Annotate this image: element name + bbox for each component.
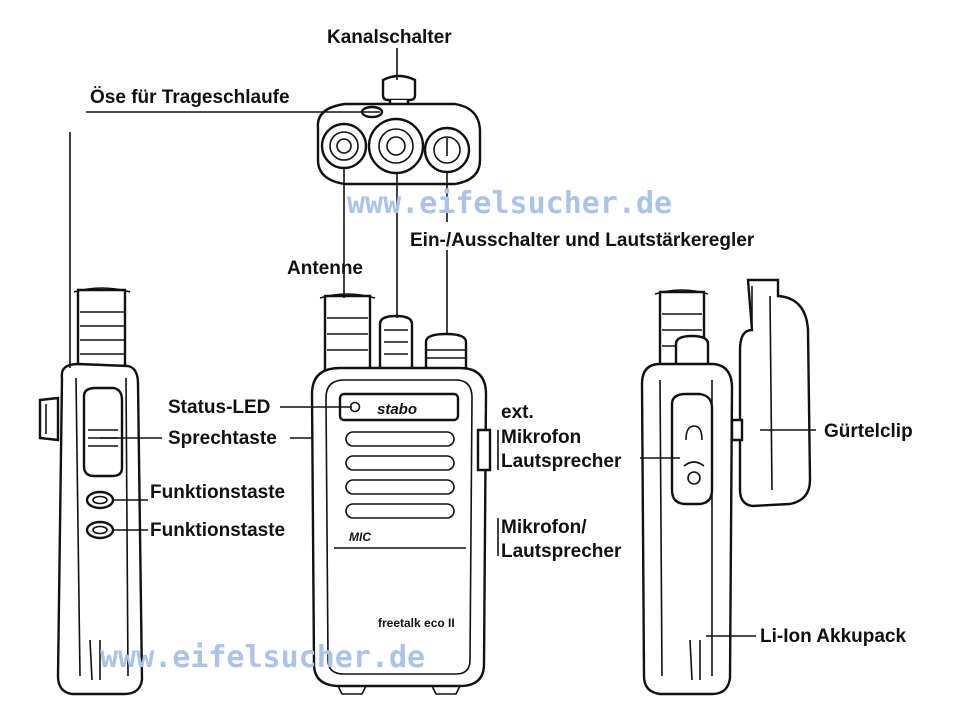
label-ein-ausschalter: Ein-/Ausschalter und Lautstärkeregler	[410, 230, 755, 251]
watermark-bottom: www.eifelsucher.de	[100, 640, 425, 675]
label-ext-line2: Mikrofon	[501, 427, 581, 448]
label-funktionstaste-1: Funktionstaste	[150, 482, 285, 503]
front-view	[310, 293, 492, 695]
watermarks: www.eifelsucher.de www.eifelsucher.de	[100, 186, 672, 675]
brand-logo: stabo	[377, 401, 417, 418]
watermark-top: www.eifelsucher.de	[347, 186, 672, 221]
model-name: freetalk eco II	[378, 616, 455, 630]
label-mikrofon-line1: Mikrofon/	[501, 517, 587, 538]
label-mikrofon-line2: Lautsprecher	[501, 541, 622, 562]
label-funktionstaste-2: Funktionstaste	[150, 520, 285, 541]
right-side-view	[640, 278, 812, 696]
label-antenne: Antenne	[287, 258, 363, 279]
left-side-view	[38, 287, 144, 696]
label-ext-line3: Lautsprecher	[501, 451, 622, 472]
label-ext-line1: ext.	[501, 402, 534, 423]
label-akkupack: Li-Ion Akkupack	[760, 626, 906, 647]
label-sprechtaste: Sprechtaste	[168, 428, 277, 449]
label-status-led: Status-LED	[168, 397, 270, 418]
leader-lines	[69, 48, 816, 637]
label-guertelclip: Gürtelclip	[824, 421, 913, 442]
top-view	[316, 74, 482, 186]
device-markings: stabo MIC freetalk eco II	[349, 401, 455, 630]
label-kanalschalter: Kanalschalter	[327, 27, 452, 48]
label-oese-trageschlaufe: Öse für Trageschlaufe	[90, 87, 290, 108]
mic-mark: MIC	[349, 530, 371, 544]
labels: Kanalschalter Öse für Trageschlaufe Ein-…	[90, 27, 913, 647]
